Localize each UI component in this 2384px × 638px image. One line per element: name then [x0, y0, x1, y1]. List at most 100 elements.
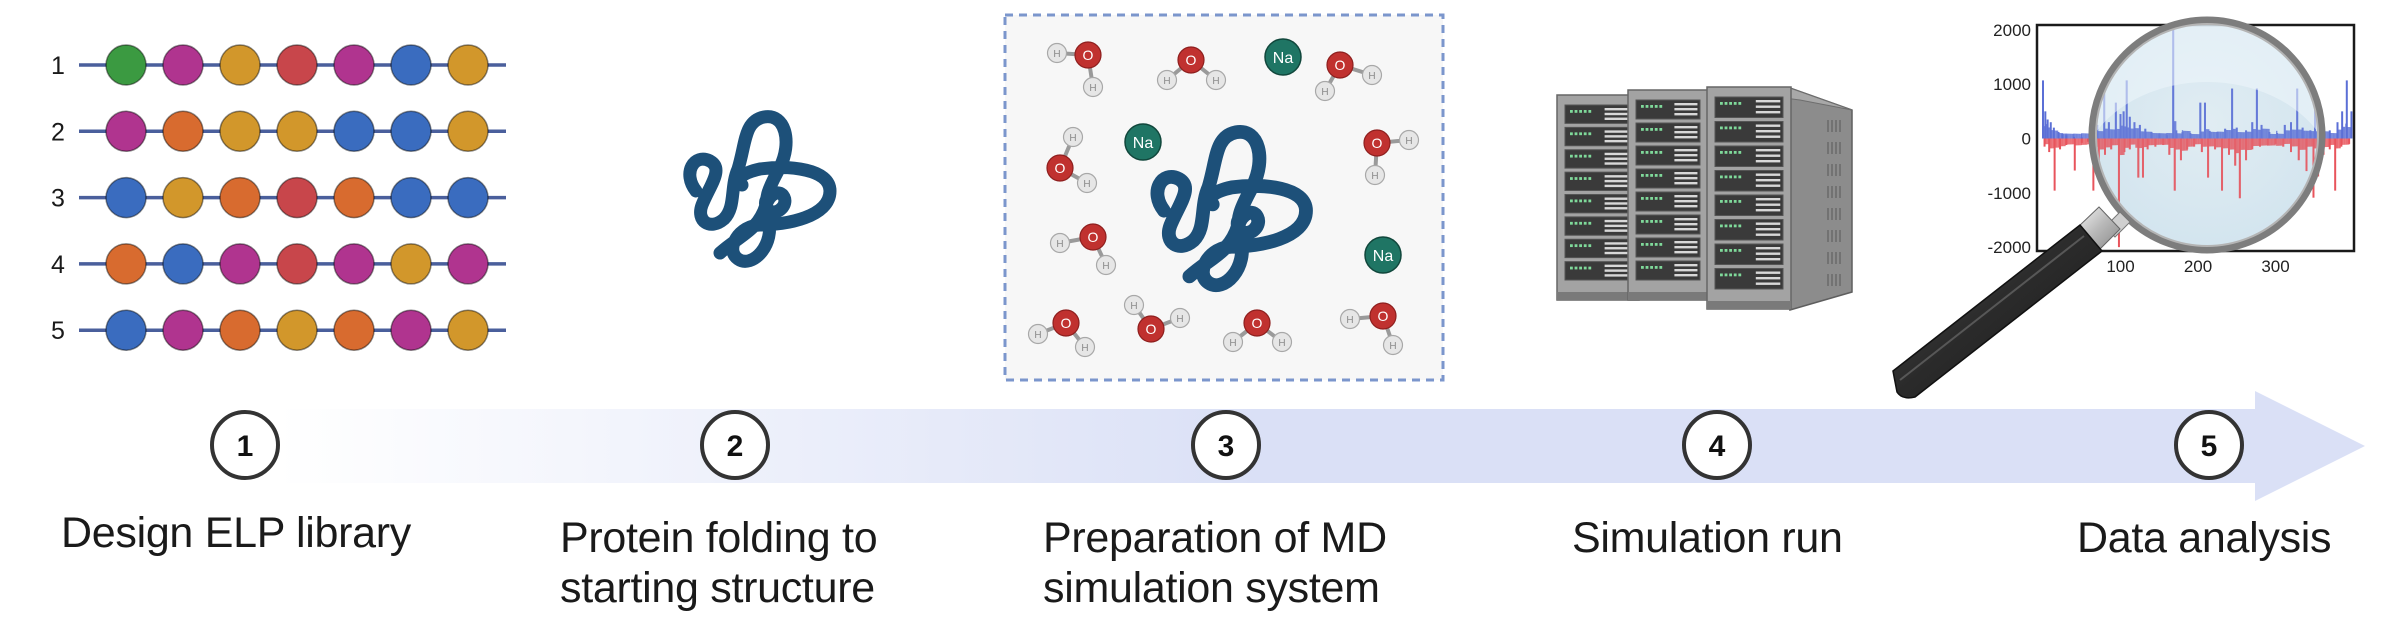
drive-bay	[1755, 105, 1781, 108]
status-led	[1659, 174, 1663, 177]
oxygen-label: O	[1372, 135, 1383, 151]
drive-bay	[1674, 195, 1698, 198]
status-led	[1720, 200, 1723, 203]
residue-bead	[276, 243, 318, 285]
drive-bay	[1755, 228, 1781, 231]
step-3-label-line-2: simulation system	[1043, 564, 1380, 612]
drive-bay	[1674, 136, 1698, 139]
status-led	[1729, 224, 1732, 228]
hydrogen-atom	[1271, 331, 1293, 353]
status-led	[1645, 266, 1649, 269]
hydrogen-label: H	[1368, 71, 1375, 82]
water-molecule: HHO	[1027, 309, 1096, 358]
oxygen-atom	[1137, 315, 1165, 343]
status-led	[1579, 221, 1582, 225]
status-led	[1574, 110, 1578, 113]
hydrogen-atom	[1361, 64, 1383, 86]
status-led	[1720, 175, 1723, 179]
drive-bay	[1674, 251, 1698, 254]
oxygen-atom	[1052, 309, 1080, 337]
magnifying-glass-icon	[1892, 16, 2326, 399]
server-cabinet	[1706, 86, 1792, 310]
server-cabinet	[1627, 89, 1709, 301]
server-rack-illustration	[1556, 86, 1853, 311]
status-led	[1733, 102, 1737, 105]
folded-protein-illustration	[683, 110, 837, 268]
y-tick-label: 0	[2022, 130, 2031, 149]
residue-bead	[219, 110, 261, 153]
status-led	[1738, 200, 1742, 203]
oxygen-label: O	[1061, 315, 1072, 331]
status-led	[1645, 151, 1649, 154]
oxygen-atom	[1363, 129, 1391, 157]
hydrogen-atom	[1222, 331, 1244, 353]
drive-bay	[1755, 203, 1781, 206]
status-led	[1720, 102, 1723, 105]
oxygen-label: O	[1088, 229, 1099, 245]
drive-bay	[1674, 159, 1698, 162]
status-led	[1645, 105, 1649, 108]
x-tick-label: 200	[2184, 257, 2212, 276]
drive-bay	[1674, 246, 1698, 249]
status-led	[1570, 221, 1573, 225]
residue-bead	[447, 44, 489, 86]
residue-bead	[447, 110, 489, 153]
status-led	[1583, 266, 1587, 270]
hydrogen-label: H	[1053, 49, 1060, 60]
y-tick-label: 1000	[1993, 75, 2031, 94]
residue-bead	[162, 243, 204, 285]
residue-bead	[219, 243, 261, 285]
status-led	[1641, 151, 1644, 154]
status-led	[1583, 221, 1587, 225]
status-led	[1733, 200, 1737, 203]
oxygen-label: O	[1335, 57, 1346, 73]
status-led	[1724, 200, 1728, 203]
status-led	[1574, 177, 1578, 180]
hydrogen-label: H	[1321, 87, 1328, 98]
status-led	[1724, 102, 1728, 105]
status-led	[1729, 273, 1732, 277]
hydrogen-label: H	[1371, 171, 1378, 182]
status-led	[1583, 132, 1587, 136]
elp-sequence-row: 4	[51, 243, 506, 285]
y-tick-label: -2000	[1988, 238, 2031, 257]
residue-bead	[219, 176, 261, 219]
sodium-ion: Na	[1264, 38, 1302, 76]
drive-bay	[1674, 131, 1698, 134]
status-led	[1579, 110, 1582, 113]
status-led	[1724, 224, 1728, 228]
step-2-label-line-1: Protein folding to	[560, 514, 878, 562]
hydrogen-label: H	[1102, 261, 1109, 272]
sodium-atom	[1124, 123, 1162, 161]
status-led	[1738, 224, 1742, 228]
status-led	[1574, 266, 1578, 270]
status-led	[1570, 154, 1573, 158]
drive-bay	[1755, 184, 1781, 187]
hydrogen-atom	[1398, 129, 1420, 151]
status-led	[1588, 244, 1592, 248]
oxygen-label: O	[1146, 321, 1157, 337]
status-led	[1641, 220, 1644, 223]
hydrogen-atom	[1027, 323, 1049, 345]
status-led	[1659, 243, 1663, 246]
status-led	[1650, 220, 1653, 223]
status-led	[1720, 126, 1723, 130]
residue-bead	[219, 44, 261, 86]
step-circle	[210, 410, 280, 480]
lens-rim	[2088, 16, 2326, 254]
hydrogen-label: H	[1346, 315, 1353, 326]
status-led	[1579, 154, 1582, 158]
status-led	[1574, 221, 1578, 225]
status-led	[1738, 102, 1742, 105]
status-led	[1588, 110, 1592, 113]
step-5-marker: 5	[2174, 410, 2244, 480]
hydrogen-atom	[1082, 76, 1104, 98]
residue-bead	[162, 309, 204, 351]
step-1-label: Design ELP library	[61, 508, 411, 558]
residue-bead	[105, 176, 147, 219]
drive-bay	[1604, 251, 1629, 255]
